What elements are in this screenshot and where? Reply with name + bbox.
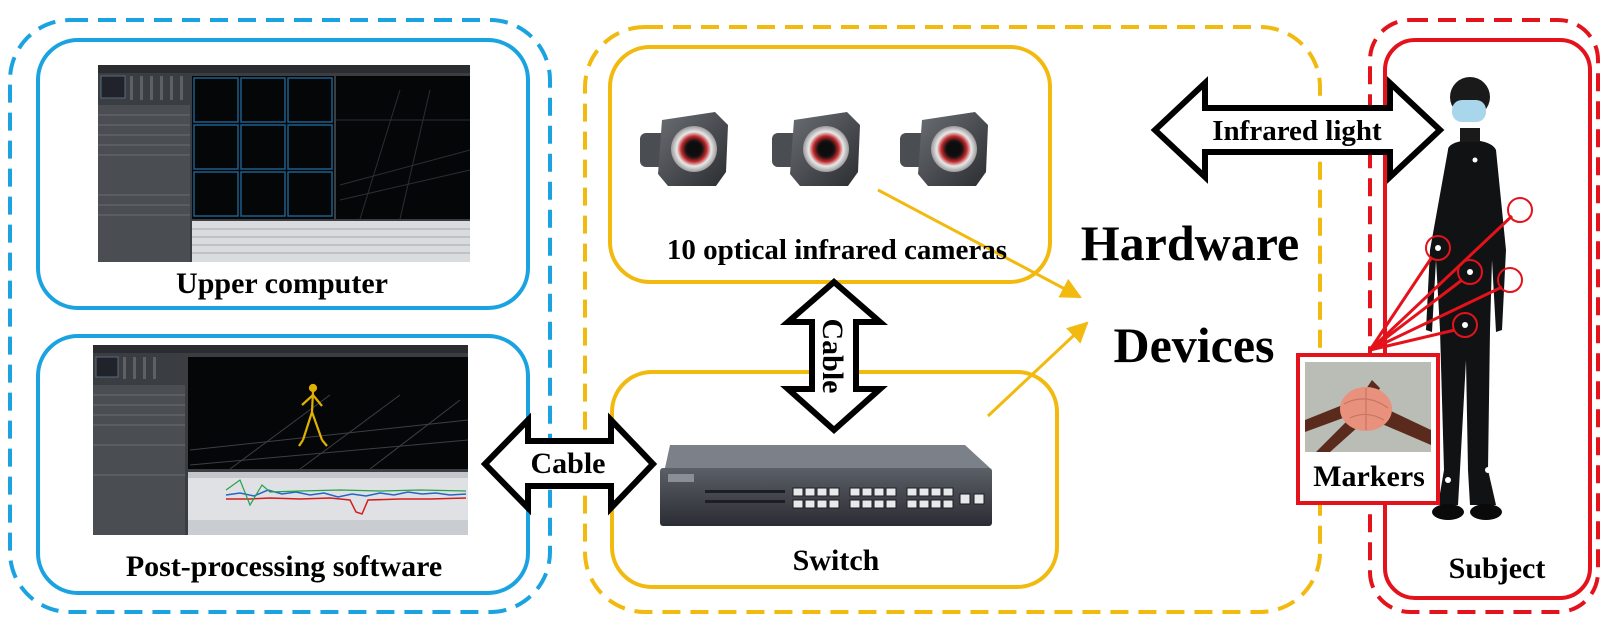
cameras-label: 10 optical infrared cameras xyxy=(667,234,1007,266)
cable-horizontal-double-arrow xyxy=(480,412,658,516)
devices-label: Devices xyxy=(1113,317,1274,373)
cable-vertical-arrow-label: Cable xyxy=(816,319,849,394)
red-signal-trace xyxy=(226,497,467,515)
marker-highlight-circles xyxy=(1425,197,1533,338)
subject-box xyxy=(1383,38,1592,600)
marker-photo xyxy=(1305,362,1431,452)
green-signal-trace xyxy=(225,479,467,507)
stick-figure-skeleton xyxy=(298,383,328,447)
switch-label: Switch xyxy=(793,544,880,577)
subject-group-dashed-border xyxy=(1368,18,1600,614)
cable-horizontal-arrow-label: Cable xyxy=(531,447,606,480)
post-processing-label: Post-processing software xyxy=(126,550,442,583)
marker-pointer-lines xyxy=(1368,214,1514,352)
upper-computer-screenshot xyxy=(98,65,471,262)
blue-signal-trace xyxy=(225,489,467,498)
subject-person-image xyxy=(1426,77,1523,520)
infrared-light-arrow-label: Infrared light xyxy=(1212,115,1382,147)
camera-icon-2 xyxy=(772,112,860,186)
network-switch-image xyxy=(660,445,992,526)
switch-to-devices-arrow xyxy=(986,321,1089,418)
post-processing-screenshot xyxy=(93,345,469,535)
camera-icon-1 xyxy=(640,112,728,186)
infrared-light-double-arrow xyxy=(1150,76,1445,184)
upper-computer-box xyxy=(36,38,530,310)
hardware-group-dashed-border xyxy=(583,25,1322,614)
software-group-dashed-border xyxy=(8,18,552,614)
hardware-label: Hardware xyxy=(1081,215,1299,271)
camera-icon-3 xyxy=(900,112,988,186)
subject-label: Subject xyxy=(1449,552,1546,585)
upper-computer-label: Upper computer xyxy=(176,267,388,300)
cable-vertical-double-arrow xyxy=(779,278,889,435)
markers-label: Markers xyxy=(1313,460,1425,493)
cameras-to-devices-arrow xyxy=(877,188,1082,299)
